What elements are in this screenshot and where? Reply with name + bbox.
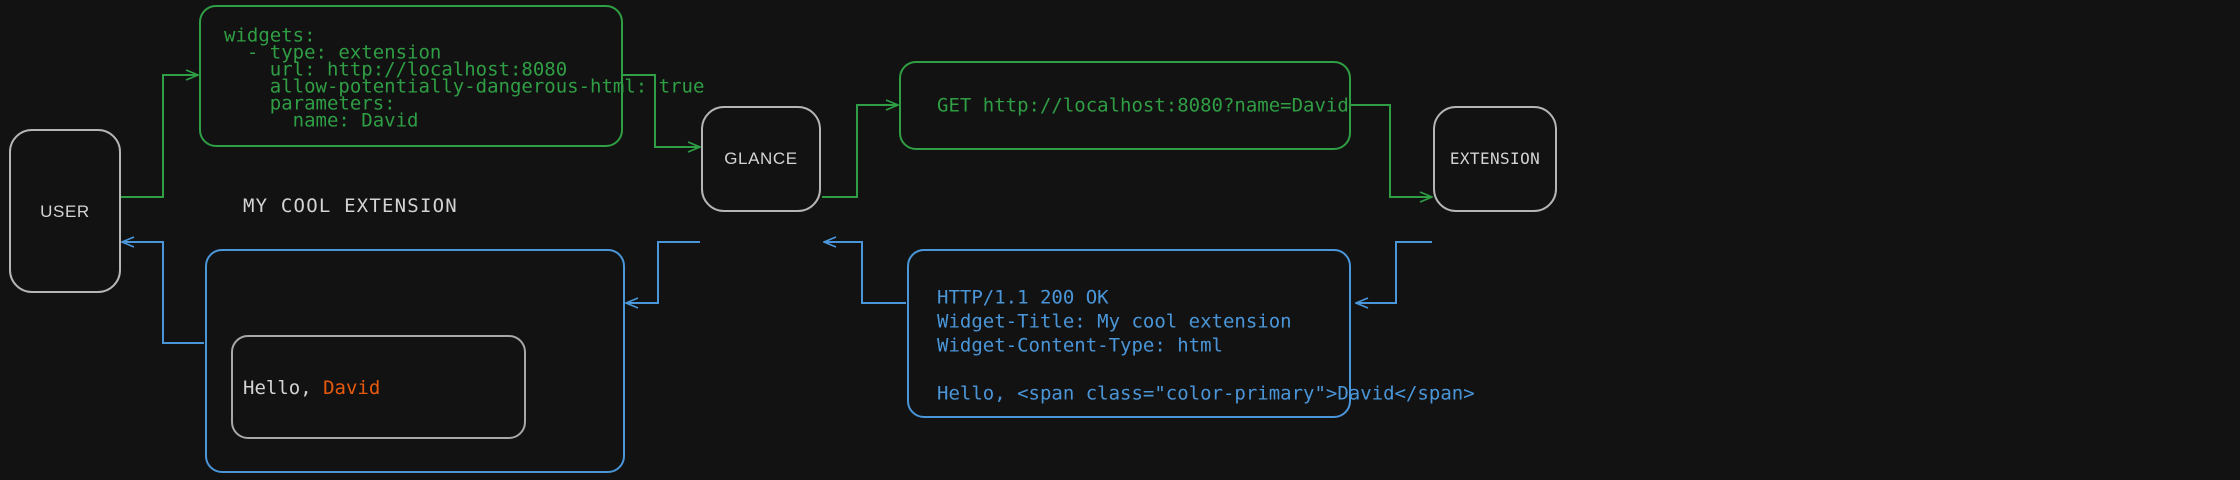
widget-preview-inner-frame — [231, 335, 526, 439]
config-line-1: - type: extension — [224, 42, 441, 64]
http-request-box[interactable]: GET http://localhost:8080?name=David — [899, 61, 1351, 150]
request-line-0: GET http://localhost:8080?name=David — [937, 95, 1349, 117]
node-glance-label: GLANCE — [724, 149, 798, 168]
widget-body-highlight: David — [323, 377, 380, 399]
config-line-4: parameters: — [224, 93, 396, 115]
response-flow-edges — [122, 241, 1432, 344]
edge-extension-to-response — [1356, 241, 1432, 303]
widget-body-prefix: Hello, — [243, 377, 323, 399]
widget-preview-header: MY COOL EXTENSION — [243, 195, 458, 217]
node-glance-shape — [701, 106, 821, 212]
config-line-5: name: David — [224, 110, 418, 132]
response-line-1: Widget-Title: My cool extension — [937, 311, 1292, 333]
edge-glance-to-widget — [626, 241, 700, 303]
response-line-2: Widget-Content-Type: html — [937, 335, 1223, 357]
request-flow-edges — [120, 75, 1432, 197]
edge-config-to-glance — [622, 74, 700, 147]
http-request-box-shape — [899, 61, 1351, 150]
edge-widget-to-user — [122, 242, 204, 344]
node-glance[interactable]: GLANCE — [701, 106, 821, 212]
widget-config-box-shape — [199, 5, 623, 147]
config-line-0: widgets: — [224, 25, 316, 47]
node-user-label: USER — [40, 202, 90, 221]
config-line-3: allow-potentially-dangerous-html: true — [224, 76, 704, 98]
response-line-0: HTTP/1.1 200 OK — [937, 287, 1109, 309]
edge-response-to-glance — [824, 242, 906, 304]
edge-request-to-extension — [1350, 104, 1432, 197]
node-user-shape — [9, 129, 121, 293]
http-response-box-shape — [907, 249, 1351, 418]
config-line-2: url: http://localhost:8080 — [224, 59, 567, 81]
widget-preview-box[interactable]: MY COOL EXTENSION Hello, David — [205, 195, 625, 473]
node-extension[interactable]: EXTENSION — [1433, 106, 1557, 212]
node-user[interactable]: USER — [9, 129, 121, 293]
http-response-box[interactable]: HTTP/1.1 200 OK Widget-Title: My cool ex… — [907, 249, 1475, 418]
node-extension-label: EXTENSION — [1450, 149, 1540, 168]
edge-user-to-config — [120, 75, 198, 198]
widget-config-box[interactable]: widgets: - type: extension url: http://l… — [199, 5, 704, 147]
widget-preview-body: Hello, David — [243, 377, 380, 399]
node-extension-shape — [1433, 106, 1557, 212]
response-line-4: Hello, <span class="color-primary">David… — [937, 383, 1475, 405]
edge-glance-to-request — [822, 105, 898, 198]
